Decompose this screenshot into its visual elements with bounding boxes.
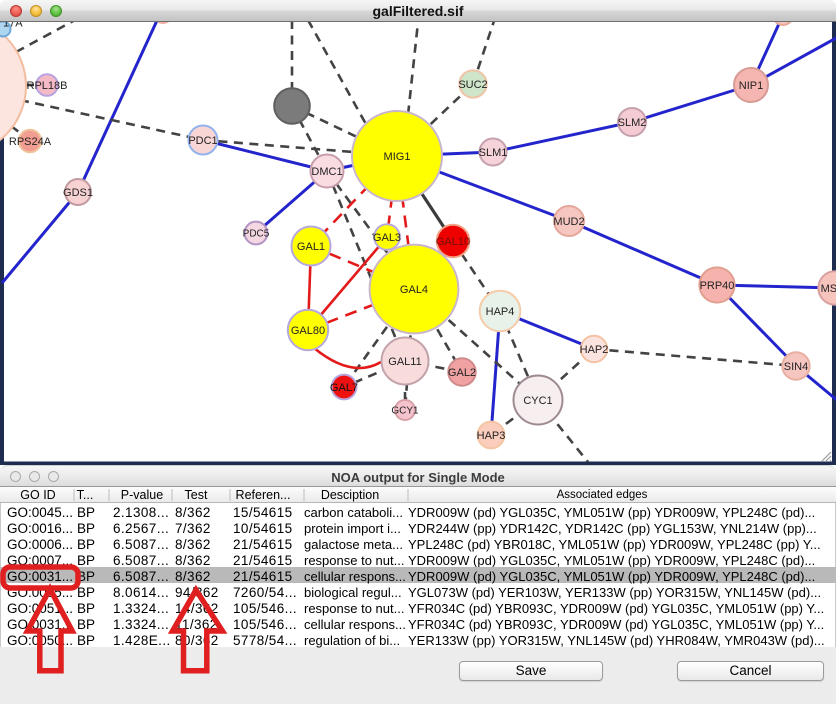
svg-text:MUD2: MUD2 — [553, 216, 584, 228]
svg-text:HAP2: HAP2 — [580, 344, 609, 356]
svg-text:HAP3: HAP3 — [477, 430, 506, 442]
svg-text:PDC5: PDC5 — [243, 229, 270, 240]
svg-text:RPS24A: RPS24A — [9, 136, 52, 148]
svg-text:GCY1: GCY1 — [391, 406, 419, 417]
svg-text:SIN4: SIN4 — [784, 361, 808, 373]
svg-text:GDS1: GDS1 — [63, 187, 93, 199]
svg-text:DMC1: DMC1 — [311, 166, 342, 178]
svg-text:GAL11: GAL11 — [388, 356, 421, 368]
svg-text:17A: 17A — [3, 22, 23, 30]
svg-text:PDC1: PDC1 — [188, 135, 217, 147]
svg-text:NIP1: NIP1 — [739, 80, 763, 92]
svg-text:SLM2: SLM2 — [618, 117, 647, 129]
svg-text:GAL7: GAL7 — [330, 382, 358, 394]
svg-text:PRP40: PRP40 — [700, 280, 735, 292]
svg-text:GAL4: GAL4 — [400, 284, 428, 296]
svg-text:GAL10: GAL10 — [436, 236, 470, 248]
svg-text:SUC2: SUC2 — [458, 79, 487, 91]
svg-text:GAL3: GAL3 — [373, 232, 401, 244]
svg-text:GAL2: GAL2 — [448, 367, 476, 379]
svg-text:MIG1: MIG1 — [384, 151, 411, 163]
svg-text:GAL80: GAL80 — [291, 325, 325, 337]
svg-text:SLM1: SLM1 — [479, 147, 508, 159]
svg-text:RPL18B: RPL18B — [27, 80, 68, 92]
svg-text:CYC1: CYC1 — [523, 395, 552, 407]
svg-text:GAL1: GAL1 — [297, 241, 325, 253]
svg-text:HAP4: HAP4 — [486, 306, 515, 318]
svg-text:MSL1: MSL1 — [821, 283, 836, 295]
